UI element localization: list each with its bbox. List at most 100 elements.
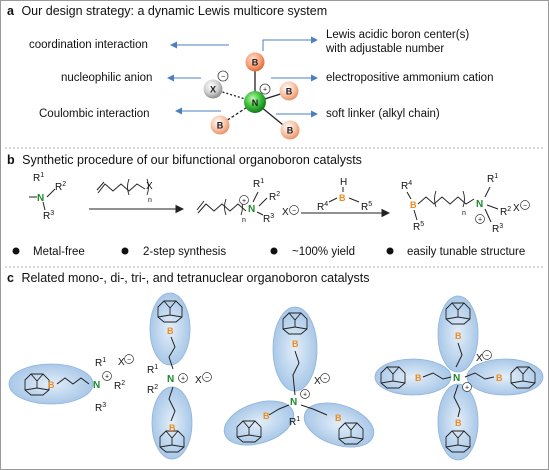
svg-text:+: + xyxy=(181,376,185,383)
svg-text:B: B xyxy=(455,418,462,428)
svg-text:X: X xyxy=(476,353,483,364)
intermediate-ammonium: n N + R1 R2 R3 X − xyxy=(196,178,299,225)
svg-text:B: B xyxy=(263,411,270,421)
svg-text:H: H xyxy=(340,177,347,188)
svg-text:R3: R3 xyxy=(492,223,503,235)
boron-ball-lower-right: B xyxy=(280,120,300,140)
svg-text:R2: R2 xyxy=(147,384,158,396)
svg-text:B: B xyxy=(48,380,55,390)
svg-text:B: B xyxy=(252,58,259,68)
panel-b: b Synthetic procedure of our bifunctiona… xyxy=(7,153,530,258)
svg-text:N: N xyxy=(93,380,100,391)
svg-text:N: N xyxy=(167,374,174,385)
svg-text:R4: R4 xyxy=(401,180,412,192)
svg-text:X: X xyxy=(118,357,125,368)
bullet-dot xyxy=(386,247,394,255)
boron-ball-right: B xyxy=(279,81,299,101)
svg-text:N: N xyxy=(453,373,460,384)
svg-text:B: B xyxy=(292,339,299,349)
panel-b-title: Synthetic procedure of our bifunctional … xyxy=(22,153,362,167)
svg-text:X: X xyxy=(195,375,202,386)
svg-text:+: + xyxy=(263,87,267,94)
boron-ball-top: B xyxy=(245,52,265,72)
bullet-two-step: 2-step synthesis xyxy=(143,246,226,258)
tetranuclear-catalyst: B B B B N + X − xyxy=(374,295,544,461)
svg-text:R1: R1 xyxy=(289,416,300,428)
svg-text:+: + xyxy=(478,217,482,224)
svg-text:R1: R1 xyxy=(487,173,498,185)
svg-text:+: + xyxy=(105,374,109,381)
svg-text:R1: R1 xyxy=(253,178,264,190)
svg-text:R2: R2 xyxy=(114,380,125,392)
svg-text:B: B xyxy=(287,126,294,136)
svg-text:−: − xyxy=(292,208,296,215)
svg-text:R1: R1 xyxy=(33,172,44,184)
bullet-dot xyxy=(12,247,20,255)
svg-text:N: N xyxy=(290,397,297,408)
svg-text:X: X xyxy=(146,181,153,192)
label-coordination-interaction: coordination interaction xyxy=(29,39,148,51)
svg-text:R3: R3 xyxy=(95,402,106,414)
svg-text:n: n xyxy=(242,217,246,224)
panel-b-letter: b xyxy=(7,153,15,167)
svg-text:B: B xyxy=(496,373,503,383)
svg-text:R3: R3 xyxy=(43,210,54,222)
label-ammonium-cation: electropositive ammonium cation xyxy=(326,72,493,84)
dinuclear-catalyst: B B N + R1 R2 X − xyxy=(147,292,212,460)
anion-ball: X − xyxy=(203,70,229,99)
svg-text:−: − xyxy=(323,376,327,383)
label-nucleophilic-anion: nucleophilic anion xyxy=(61,72,152,84)
svg-text:X: X xyxy=(210,85,216,95)
svg-text:B: B xyxy=(169,423,176,433)
svg-text:R1: R1 xyxy=(147,364,158,376)
svg-text:a Our design strategy: a: a Our design strategy: a dynamic Lewis m… xyxy=(7,4,327,18)
svg-text:B: B xyxy=(335,413,342,423)
svg-text:B: B xyxy=(167,326,174,336)
panel-c: c Related mono-, di-, tri-, and tetranuc… xyxy=(7,271,544,461)
label-adjustable-number: with adjustable number xyxy=(325,43,444,55)
boron-ball-lower-left: B xyxy=(210,115,230,135)
svg-text:+: + xyxy=(465,385,469,392)
svg-text:X: X xyxy=(282,207,289,218)
feature-bullets: Metal-free 2-step synthesis ~100% yield … xyxy=(12,246,525,258)
bullet-yield: ~100% yield xyxy=(292,246,355,258)
panel-c-title: Related mono-, di-, tri-, and tetranucle… xyxy=(21,271,369,285)
svg-text:N: N xyxy=(252,98,259,108)
panel-a: a Our design strategy: a dynamic Lewis m… xyxy=(7,4,493,140)
svg-text:R2: R2 xyxy=(269,191,280,203)
svg-text:N: N xyxy=(37,193,44,204)
bullet-dot xyxy=(121,247,129,255)
svg-text:B: B xyxy=(286,87,293,97)
svg-text:b Synthetic procedure of: b Synthetic procedure of our bifunctiona… xyxy=(7,153,362,167)
svg-text:N: N xyxy=(476,199,483,210)
svg-text:c Related mono-, di-, tr: c Related mono-, di-, tri-, and tetranuc… xyxy=(7,271,370,285)
svg-text:−: − xyxy=(221,74,225,81)
label-soft-linker: soft linker (alkyl chain) xyxy=(326,108,440,120)
svg-text:−: − xyxy=(127,357,131,364)
svg-text:n: n xyxy=(462,210,466,217)
starting-amine: R1 N R2 R3 xyxy=(29,172,66,222)
svg-text:R4: R4 xyxy=(317,201,328,213)
panel-a-title: Our design strategy: a dynamic Lewis mul… xyxy=(21,4,327,18)
svg-text:B: B xyxy=(410,200,417,210)
svg-text:R3: R3 xyxy=(263,213,274,225)
svg-text:+: + xyxy=(303,392,307,399)
svg-text:X: X xyxy=(314,376,321,387)
arrow-boron xyxy=(262,36,318,51)
svg-text:R5: R5 xyxy=(413,221,424,233)
svg-text:N: N xyxy=(248,204,255,215)
svg-text:−: − xyxy=(523,203,527,210)
svg-text:n: n xyxy=(148,197,152,204)
svg-text:B: B xyxy=(217,121,224,131)
reagent-alkenyl-halide: X n xyxy=(96,178,153,204)
svg-text:R2: R2 xyxy=(500,206,511,218)
svg-text:X: X xyxy=(513,203,520,214)
bullet-dot xyxy=(270,247,278,255)
svg-text:R2: R2 xyxy=(55,181,66,193)
nitrogen-ball: N + xyxy=(244,83,271,113)
bullet-tunable: easily tunable structure xyxy=(407,246,525,258)
product-catalyst: R4 B R5 n N + R1 R2 R3 X − xyxy=(401,173,530,235)
label-coulombic-interaction: Coulombic interaction xyxy=(39,108,150,120)
